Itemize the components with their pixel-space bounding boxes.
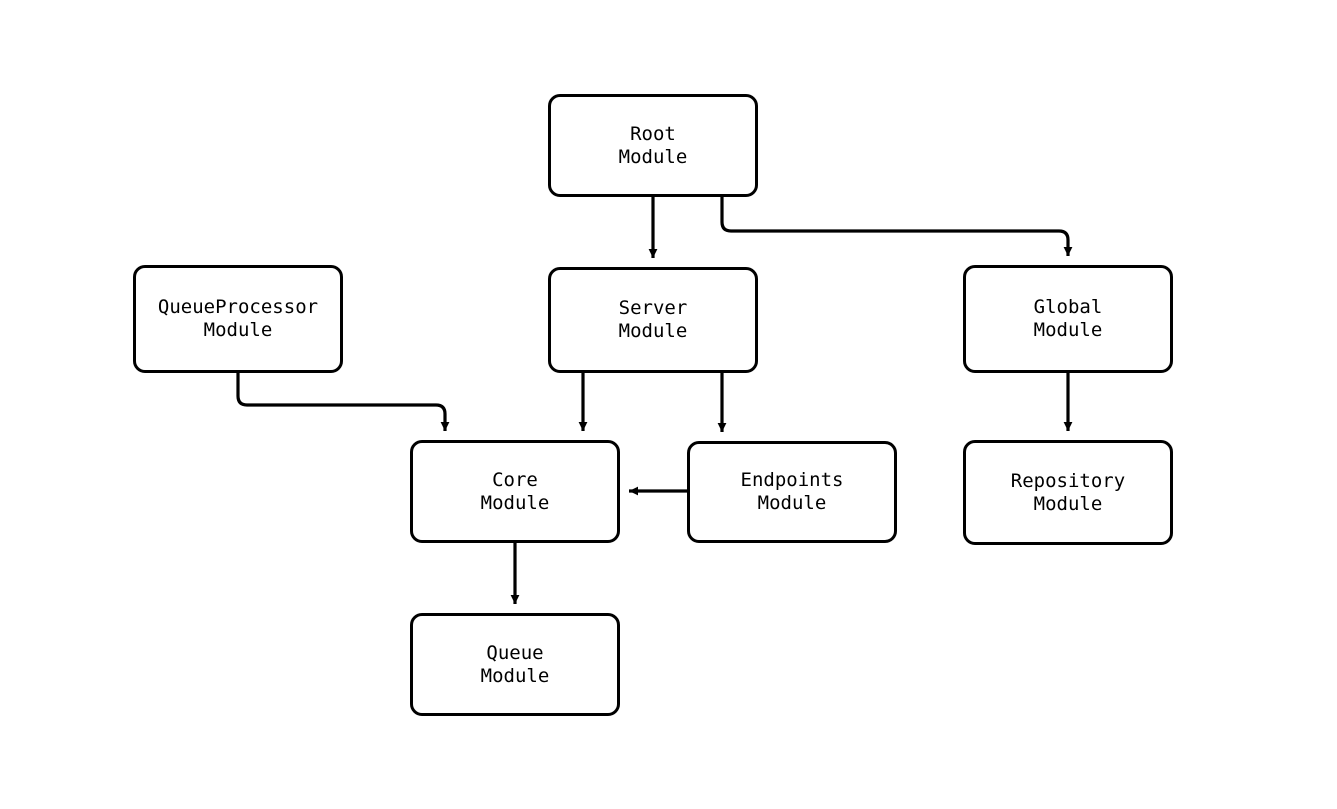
- edge-queueprocessor-to-core: [236, 373, 450, 432]
- node-label-secondary: Module: [480, 664, 550, 687]
- node-label-primary: Endpoints: [740, 469, 844, 491]
- node-label-primary: Repository: [1010, 469, 1126, 492]
- node-label-secondary: Module: [618, 145, 688, 168]
- node-label-secondary: Module: [1033, 319, 1103, 341]
- node-label-secondary: Module: [480, 491, 550, 514]
- node-label-primary: Root: [630, 122, 676, 145]
- node-label-primary: Global: [1033, 296, 1103, 318]
- node-label-secondary: Module: [618, 320, 688, 342]
- node-label-secondary: Module: [203, 319, 273, 341]
- node-label-primary: Server: [618, 297, 688, 319]
- node-label-primary: QueueProcessor: [157, 296, 319, 318]
- node-label-secondary: Module: [757, 492, 827, 514]
- node-label-primary: Queue: [486, 641, 544, 664]
- edge-root-to-global: [720, 197, 1073, 257]
- node-label-secondary: Module: [1033, 492, 1103, 515]
- node-label-primary: Core: [492, 468, 538, 491]
